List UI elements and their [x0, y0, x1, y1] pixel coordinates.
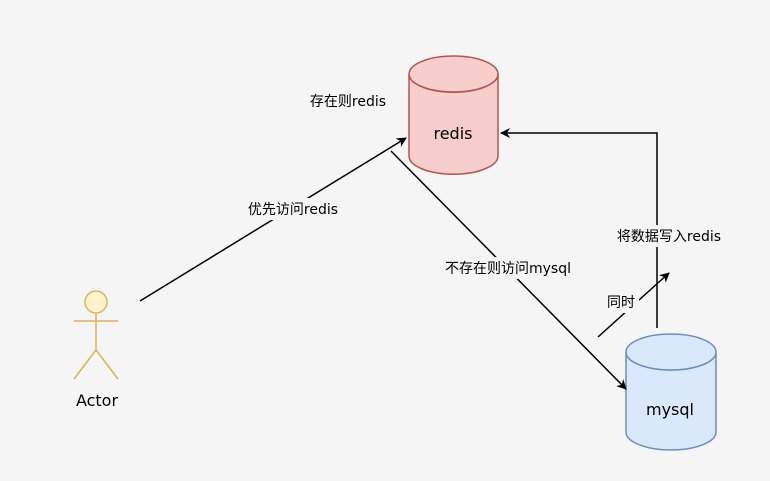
actor-right-leg	[95, 349, 119, 380]
edge-label-simultaneous: 同时	[607, 295, 635, 311]
redis-cylinder-top	[408, 55, 499, 93]
edge-label-bg-mysql-to-redis	[608, 225, 730, 247]
actor-left-leg	[73, 349, 97, 380]
redis-label: redis	[433, 124, 472, 143]
edge-label-redis-to-mysql: 不存在则访问mysql	[445, 261, 571, 277]
actor-head	[84, 290, 108, 314]
redis-cylinder[interactable]	[408, 55, 499, 175]
actor-figure[interactable]	[73, 290, 119, 380]
mysql-label: mysql	[646, 400, 694, 419]
mysql-cylinder-top	[625, 333, 717, 371]
edge-label-bg-simultaneous	[603, 291, 639, 313]
edge-label-actor-to-redis: 优先访问redis	[248, 202, 338, 218]
edge-label-bg-redis-to-mysql	[436, 257, 580, 279]
edge-label-mysql-to-redis: 将数据写入redis	[617, 229, 721, 245]
edge-mysql-to-redis[interactable]	[500, 128, 658, 328]
mysql-cylinder[interactable]	[625, 333, 717, 451]
edge-label-bg-actor-to-redis	[240, 198, 346, 220]
edge-label-redis-exists: 存在则redis	[310, 94, 386, 110]
actor-label: Actor	[76, 391, 119, 410]
